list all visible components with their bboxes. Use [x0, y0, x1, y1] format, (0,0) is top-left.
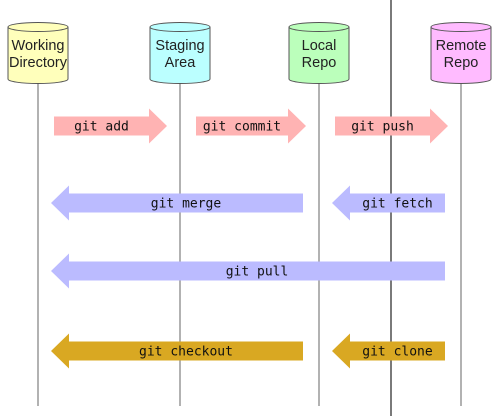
git-pull-label: git pull	[226, 265, 289, 280]
remote-cylinder-top	[430, 22, 492, 32]
local-cylinder-top	[288, 22, 350, 32]
staging-label-line: Area	[165, 55, 197, 71]
git-fetch-arrow: git fetch	[332, 185, 445, 221]
git-pull-arrow-shape	[51, 253, 445, 289]
local-cylinder-body	[288, 27, 350, 84]
command-arrows: git add git commit git push git merge git fe…	[51, 108, 448, 369]
local-label-line: Local	[302, 38, 337, 54]
git-add-arrow: git add	[54, 108, 167, 144]
git-clone-label: git clone	[362, 345, 433, 360]
git-merge-arrow-shape	[51, 185, 303, 221]
git-push-arrow: git push	[335, 108, 448, 144]
working-label-line: Working	[12, 38, 65, 54]
working-cylinder-body	[7, 27, 69, 84]
git-commit-arrow: git commit	[196, 108, 306, 144]
git-clone-arrow: git clone	[332, 333, 445, 369]
git-clone-arrow-shape	[332, 333, 445, 369]
working-cylinder-top	[7, 22, 69, 32]
staging-cylinder-top	[149, 22, 211, 32]
git-fetch-label: git fetch	[362, 197, 432, 212]
git-push-label: git push	[351, 120, 414, 135]
git-commit-label: git commit	[203, 120, 281, 135]
git-checkout-arrow-shape	[51, 333, 303, 369]
remote-label-line: Remote	[436, 38, 487, 54]
local-label-line: Repo	[302, 55, 337, 71]
git-merge-label: git merge	[151, 197, 222, 212]
lifelines	[37, 82, 462, 406]
staging-cylinder-body	[149, 27, 211, 84]
git-add-label: git add	[74, 120, 129, 135]
remote-label-line: Repo	[444, 55, 479, 71]
git-commit-arrow-shape	[196, 108, 306, 144]
working-label-line: Directory	[9, 55, 68, 71]
git-checkout-label: git checkout	[139, 345, 233, 360]
git-push-arrow-shape	[335, 108, 448, 144]
git-pull-arrow: git pull	[51, 253, 445, 289]
git-add-arrow-shape	[54, 108, 167, 144]
staging-label-line: Staging	[155, 38, 204, 54]
git-merge-arrow: git merge	[51, 185, 303, 221]
remote-cylinder-body	[430, 27, 492, 84]
git-fetch-arrow-shape	[332, 185, 445, 221]
git-checkout-arrow: git checkout	[51, 333, 303, 369]
